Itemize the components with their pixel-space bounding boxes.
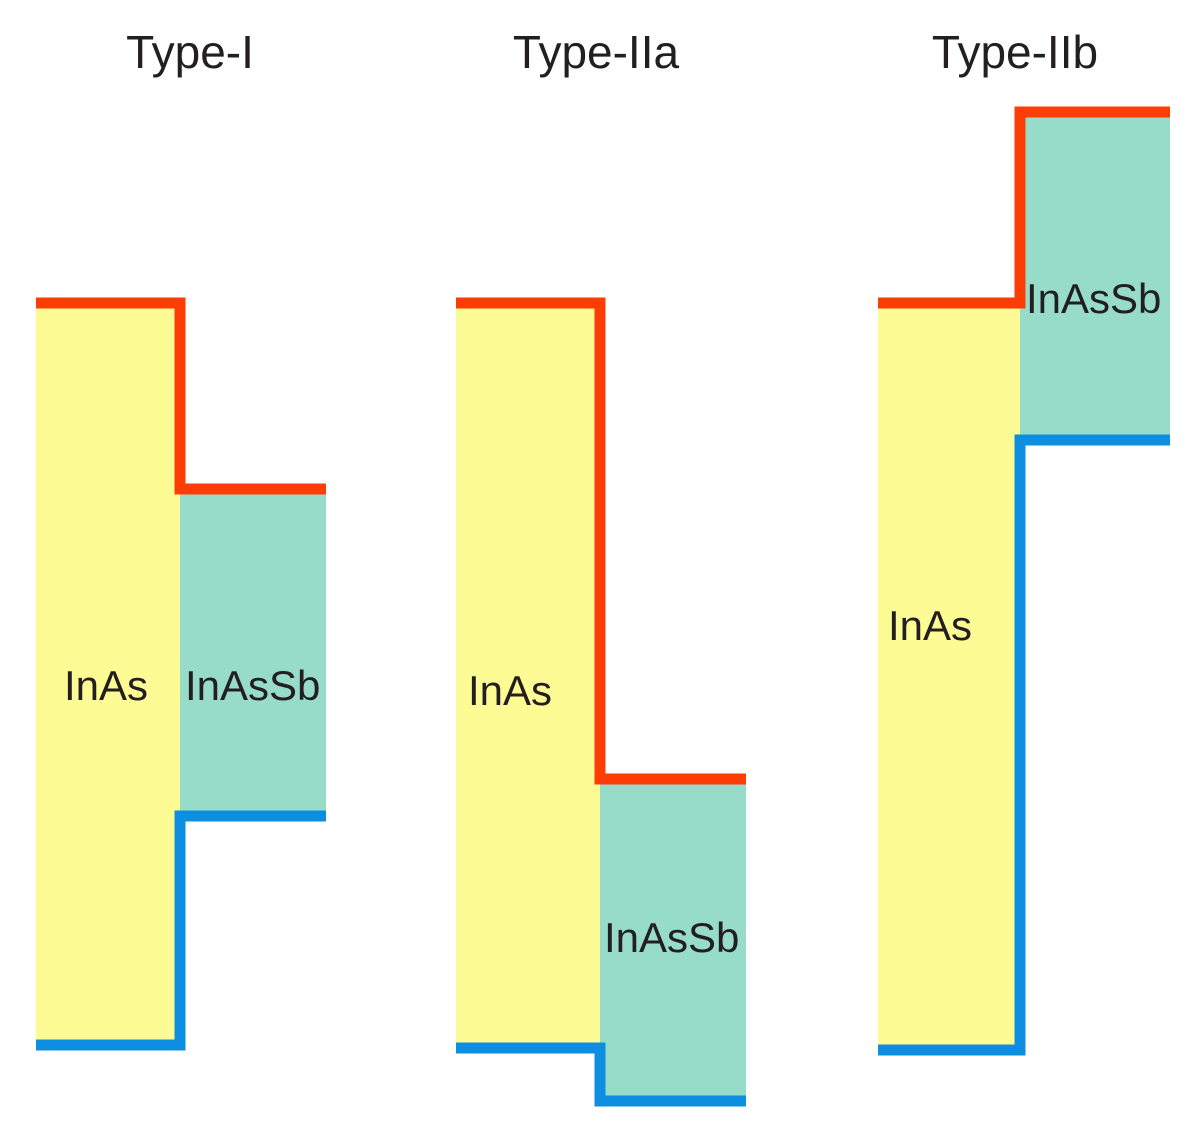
valence-band-line	[36, 810, 326, 1051]
conduction-band-line	[36, 297, 326, 495]
band-block-inassb	[1020, 112, 1170, 440]
band-block-inassb	[600, 779, 746, 1101]
valence-band-line	[878, 434, 1170, 1056]
conduction-band-line	[878, 106, 1170, 309]
panel-type-i: Type-I InAs InAsSb	[36, 26, 326, 1051]
panel-title-type-i: Type-I	[126, 26, 254, 78]
material-label-inas: InAs	[64, 662, 148, 709]
panel-title-type-iia: Type-IIa	[513, 26, 680, 78]
material-label-inas: InAs	[468, 667, 552, 714]
band-block-inassb	[180, 489, 326, 816]
band-block-inas	[456, 303, 600, 1048]
band-block-inas	[878, 303, 1020, 1050]
conduction-band-line	[456, 297, 746, 785]
material-label-inas: InAs	[888, 602, 972, 649]
valence-band-line	[456, 1042, 746, 1107]
material-label-inassb: InAsSb	[604, 914, 739, 961]
material-label-inassb: InAsSb	[1026, 275, 1161, 322]
material-label-inassb: InAsSb	[185, 662, 320, 709]
band-block-inas	[36, 303, 180, 1045]
panel-title-type-iib: Type-IIb	[932, 26, 1098, 78]
